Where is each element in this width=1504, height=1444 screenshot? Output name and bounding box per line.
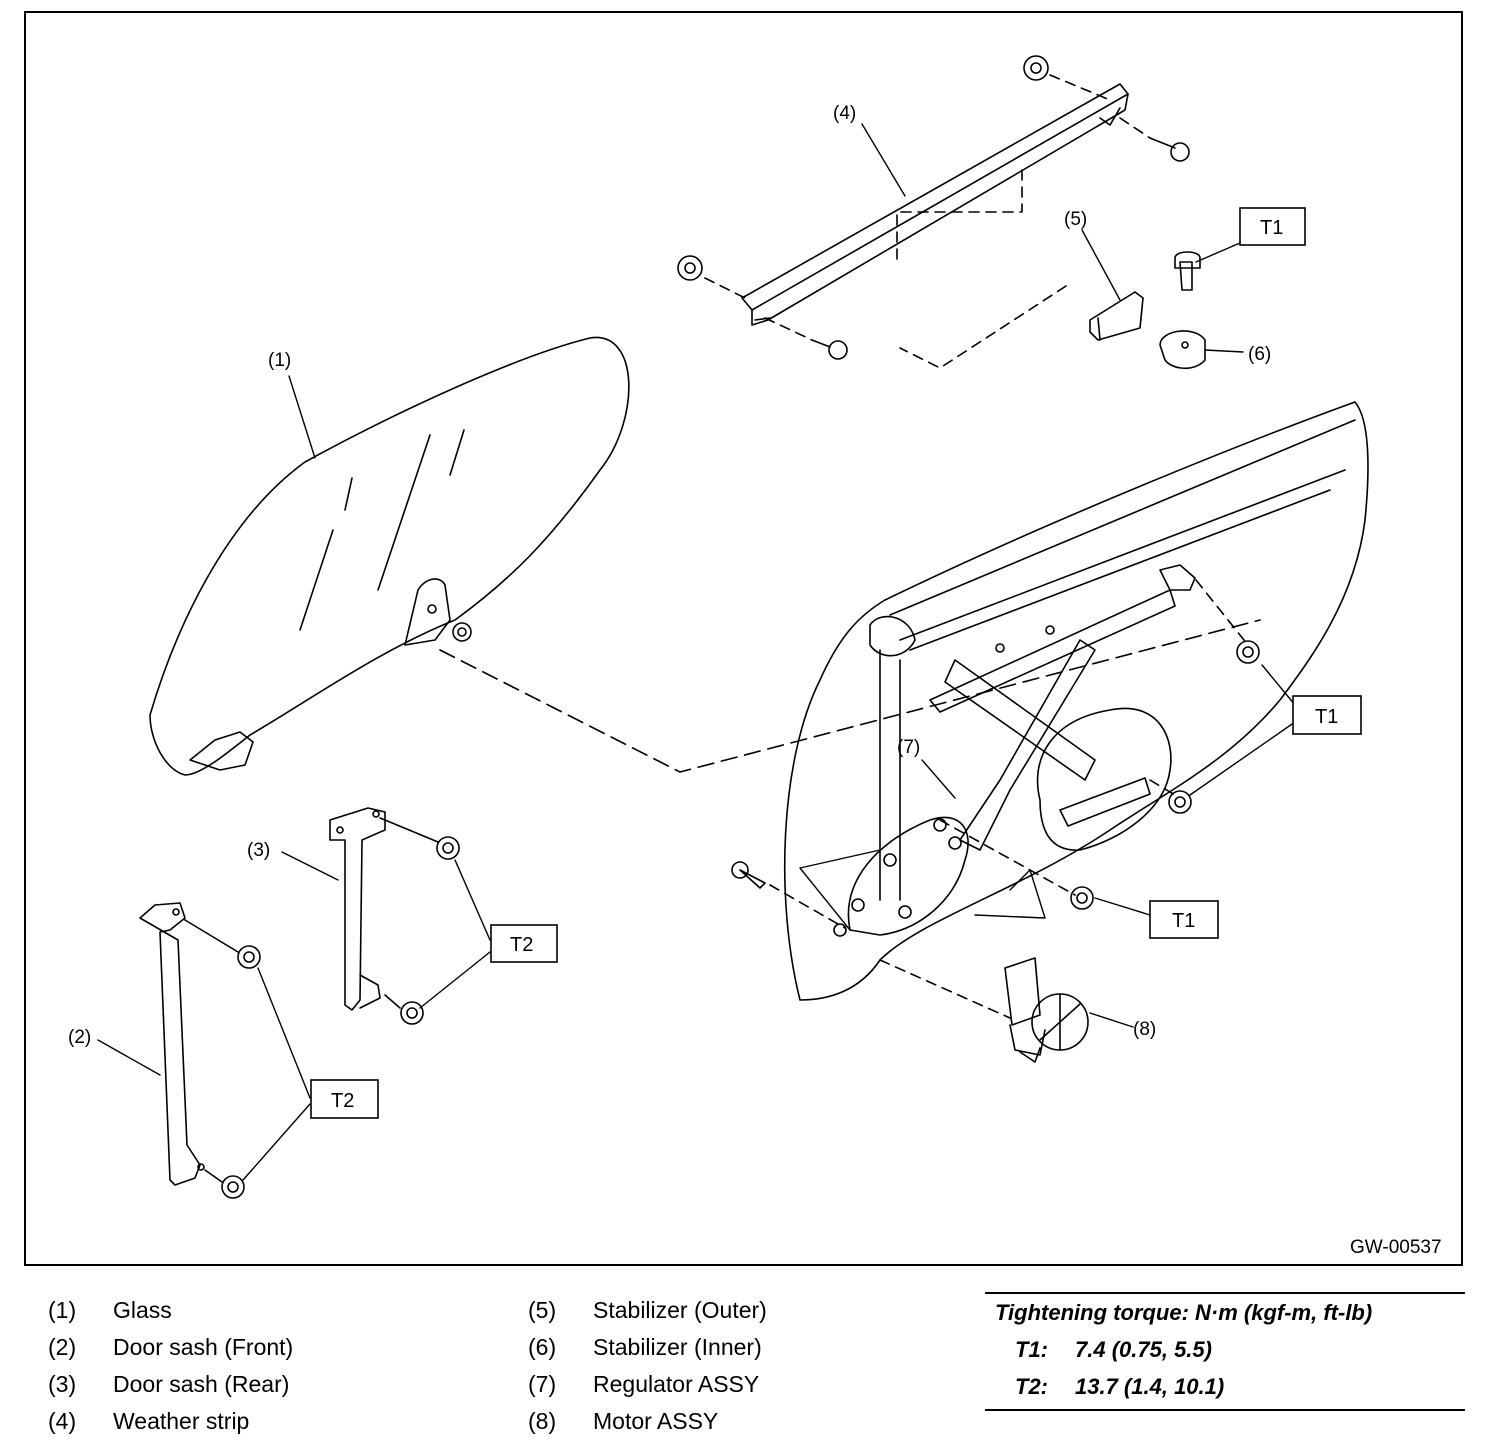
legend-item: (1) Glass bbox=[48, 1292, 293, 1329]
callout-1: (1) bbox=[268, 350, 291, 371]
legend-number: (1) bbox=[48, 1297, 77, 1323]
legend-number: (4) bbox=[48, 1408, 77, 1434]
legend-label: Stabilizer (Outer) bbox=[593, 1297, 767, 1323]
legend-label: Glass bbox=[113, 1297, 172, 1323]
legend-item: (2) Door sash (Front) bbox=[48, 1329, 293, 1366]
legend-number: (6) bbox=[528, 1334, 557, 1360]
legend-item: (7) Regulator ASSY bbox=[528, 1366, 767, 1403]
tightening-torque-table: Tightening torque: N·m (kgf-m, ft-lb) T1… bbox=[985, 1292, 1465, 1411]
callout-3: (3) bbox=[247, 840, 270, 861]
torque-row-t2: T2: 13.7 (1.4, 10.1) bbox=[985, 1368, 1465, 1405]
legend-label: Motor ASSY bbox=[593, 1408, 719, 1434]
leader-lines bbox=[97, 123, 1296, 1181]
torque-box-t2-rear: T2 bbox=[510, 934, 533, 956]
callout-6: (6) bbox=[1248, 344, 1271, 365]
stabilizer-outer-part bbox=[1089, 291, 1144, 341]
figure-id: GW-00537 bbox=[1350, 1237, 1442, 1258]
callout-5: (5) bbox=[1064, 209, 1087, 230]
weather-strip-part bbox=[741, 83, 1129, 326]
legend-label: Regulator ASSY bbox=[593, 1371, 760, 1397]
regulator-fasteners bbox=[731, 579, 1260, 929]
weather-strip-fasteners bbox=[677, 55, 1190, 369]
legend-item: (4) Weather strip bbox=[48, 1403, 293, 1440]
torque-box-t2-front: T2 bbox=[331, 1090, 354, 1112]
torque-box-t1-mid: T1 bbox=[1315, 706, 1338, 728]
torque-value: 13.7 (1.4, 10.1) bbox=[1075, 1374, 1225, 1399]
legend-label: Weather strip bbox=[113, 1408, 250, 1434]
callout-2: (2) bbox=[68, 1027, 91, 1048]
legend-item: (6) Stabilizer (Inner) bbox=[528, 1329, 767, 1366]
torque-table-header: Tightening torque: N·m (kgf-m, ft-lb) bbox=[995, 1300, 1373, 1325]
callout-7: (7) bbox=[897, 737, 920, 758]
motor-assembly-part bbox=[879, 957, 1089, 1063]
torque-key: T2: bbox=[1015, 1374, 1048, 1399]
callout-8: (8) bbox=[1133, 1019, 1156, 1040]
legend-item: (8) Motor ASSY bbox=[528, 1403, 767, 1440]
door-sash-rear-part bbox=[329, 807, 460, 1025]
legend-number: (3) bbox=[48, 1371, 77, 1397]
legend-item: (3) Door sash (Rear) bbox=[48, 1366, 293, 1403]
door-panel-part bbox=[783, 401, 1369, 1001]
legend-column-left: (1) Glass (2) Door sash (Front) (3) Door sa… bbox=[48, 1292, 293, 1440]
legend-label: Door sash (Front) bbox=[113, 1334, 294, 1360]
callout-labels: (1) (2) (3) (4) (5) (6) (7) (8) bbox=[68, 103, 1271, 1048]
regulator-assembly-part bbox=[833, 564, 1196, 937]
legend-number: (2) bbox=[48, 1334, 77, 1360]
legend-column-right: (5) Stabilizer (Outer) (6) Stabilizer (Inn… bbox=[528, 1292, 767, 1440]
legend-number: (5) bbox=[528, 1297, 557, 1323]
stabilizer-inner-part bbox=[1159, 251, 1206, 370]
torque-boxes: T1 T1 T1 T2 T2 bbox=[310, 207, 1362, 1119]
glass-bracket-leader bbox=[439, 619, 1261, 773]
torque-box-t1-top: T1 bbox=[1260, 217, 1283, 239]
diagram-frame bbox=[24, 11, 1463, 1266]
exploded-parts-diagram: (1) (2) (3) (4) (5) (6) (7) (8) T1 T1 T1… bbox=[24, 11, 1463, 1266]
legend-item: (5) Stabilizer (Outer) bbox=[528, 1292, 767, 1329]
legend-label: Stabilizer (Inner) bbox=[593, 1334, 762, 1360]
legend-number: (8) bbox=[528, 1408, 557, 1434]
torque-row-t1: T1: 7.4 (0.75, 5.5) bbox=[985, 1331, 1465, 1368]
torque-box-t1-low: T1 bbox=[1172, 910, 1195, 932]
glass-part bbox=[149, 336, 630, 776]
torque-value: 7.4 (0.75, 5.5) bbox=[1075, 1337, 1212, 1362]
legend-label: Door sash (Rear) bbox=[113, 1371, 290, 1397]
legend-number: (7) bbox=[528, 1371, 557, 1397]
torque-key: T1: bbox=[1015, 1337, 1048, 1362]
callout-4: (4) bbox=[833, 103, 856, 124]
door-sash-front-part bbox=[139, 902, 261, 1199]
